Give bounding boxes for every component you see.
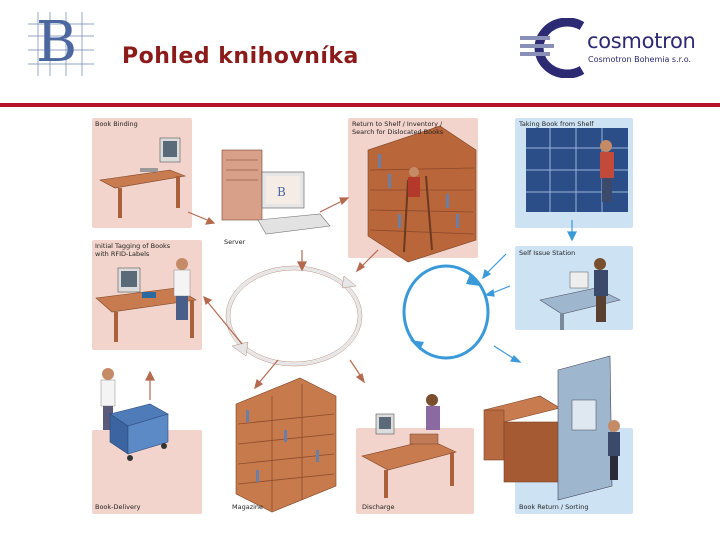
self-issue-illustration [540, 258, 620, 330]
book-return-illustration [484, 356, 620, 500]
cool-flow-arrows [483, 220, 576, 362]
label-initial-tagging: Initial Tagging of Books with RFID-Label… [95, 242, 173, 258]
label-book-return: Book Return / Sorting [519, 503, 629, 511]
label-magazine: Magazine [232, 503, 302, 511]
label-book-delivery: Book-Delivery [95, 503, 185, 511]
binding-desk-illustration [100, 138, 185, 218]
magazine-shelves-illustration [236, 378, 336, 512]
discharge-desk-illustration [362, 394, 456, 498]
label-taking-book: Taking Book from Shelf [519, 120, 629, 128]
label-discharge: Discharge [362, 503, 442, 511]
cool-cycle-arrowheads [410, 274, 480, 350]
tagging-desk-illustration [96, 258, 196, 342]
return-shelf-illustration [368, 126, 476, 262]
label-server: Server [224, 238, 284, 246]
taking-book-illustration [526, 128, 628, 212]
book-delivery-illustration [101, 368, 168, 461]
label-return-to-shelf: Return to Shelf / Inventory / Search for… [352, 120, 462, 136]
svg-text:B: B [277, 185, 286, 199]
warm-cycle-diagram [228, 268, 360, 364]
server-illustration: B [222, 150, 330, 234]
warm-cycle-arrowheads [232, 276, 356, 356]
label-book-binding: Book Binding [95, 120, 185, 128]
label-self-issue: Self Issue Station [519, 249, 619, 257]
